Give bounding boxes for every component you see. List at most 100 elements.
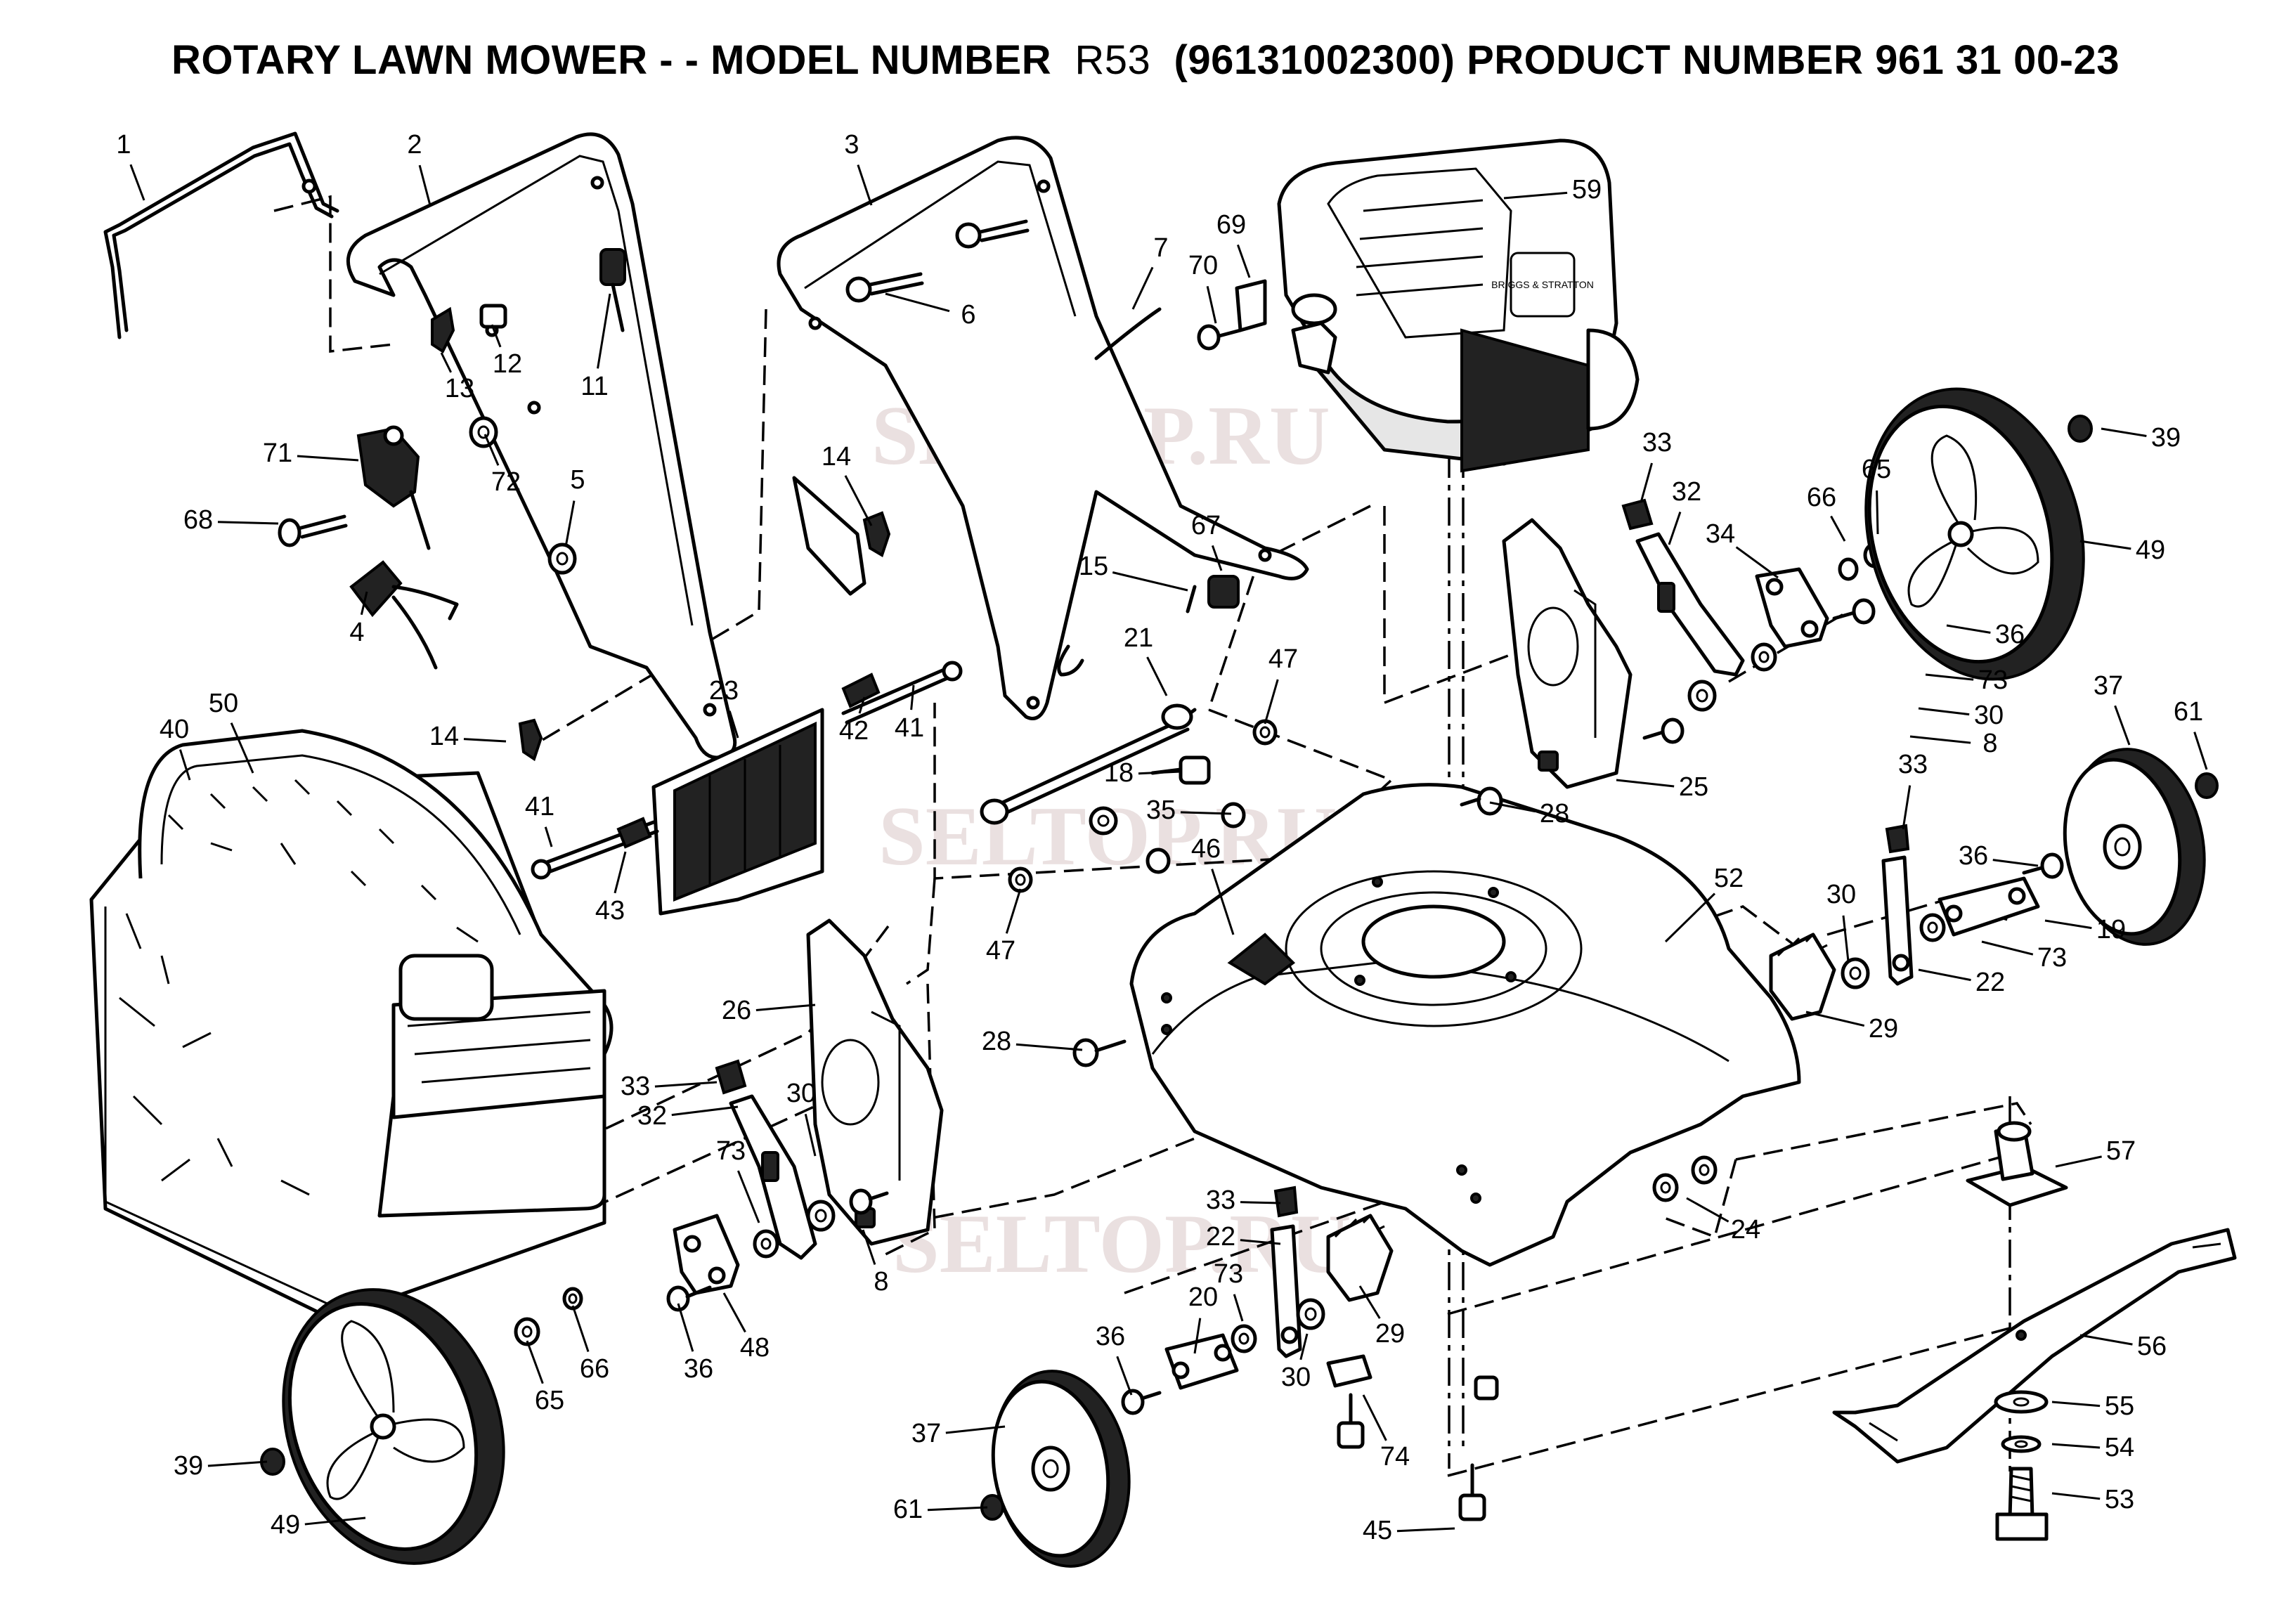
callout-leader <box>737 1170 760 1223</box>
callout-leader <box>2079 540 2131 550</box>
callout-21: 21 <box>1124 623 1168 696</box>
part-30-washer-front-left <box>1296 1298 1325 1330</box>
callout-14: 14 <box>822 442 873 526</box>
callout-69: 69 <box>1216 210 1251 278</box>
callout-number: 14 <box>822 442 851 472</box>
callout-15: 15 <box>1079 552 1188 592</box>
callout-55: 55 <box>2051 1391 2134 1421</box>
callout-11: 11 <box>580 293 611 401</box>
part-5-washer <box>547 543 577 575</box>
callout-leader <box>207 1460 268 1467</box>
page-title: ROTARY LAWN MOWER - - MODEL NUMBER R53 (… <box>0 37 2291 84</box>
callout-61: 61 <box>893 1495 988 1524</box>
callout-61: 61 <box>2174 697 2208 770</box>
part-68-bolt <box>278 514 348 547</box>
callout-number: 36 <box>684 1354 713 1384</box>
callout-leader <box>2101 427 2147 437</box>
callout-14: 14 <box>429 722 507 751</box>
callout-30: 30 <box>1918 701 2004 730</box>
part-14-clip-left <box>518 718 543 762</box>
callout-number: 49 <box>271 1510 300 1540</box>
callout-29: 29 <box>1805 1011 1898 1044</box>
callout-number: 22 <box>1206 1222 1235 1252</box>
callout-leader <box>1396 1527 1455 1533</box>
title-model: R53 <box>1075 37 1151 83</box>
callout-leader <box>885 292 950 313</box>
callout-8: 8 <box>1909 729 1998 758</box>
callout-number: 19 <box>2096 915 2126 944</box>
part-39-nut-right <box>2068 415 2093 443</box>
callout-number: 21 <box>1124 623 1153 653</box>
callout-leader <box>2055 1155 2102 1168</box>
part-32-lever-left <box>729 1094 817 1260</box>
part-13-cable-clip <box>431 306 455 353</box>
callout-number: 36 <box>1959 841 1988 871</box>
callout-32: 32 <box>637 1101 739 1131</box>
callout-number: 32 <box>1672 477 1701 507</box>
part-33-cap-right-upper <box>1621 498 1654 531</box>
callout-number: 72 <box>491 467 521 497</box>
callout-53: 53 <box>2051 1485 2134 1514</box>
callout-number: 66 <box>580 1354 609 1384</box>
callout-number: 11 <box>580 372 608 401</box>
callout-73: 73 <box>1981 940 2067 973</box>
callout-36: 36 <box>1096 1322 1133 1396</box>
callout-number: 49 <box>2136 535 2165 565</box>
callout-leader <box>1131 266 1154 310</box>
callout-number: 65 <box>1862 455 1891 484</box>
callout-30: 30 <box>1826 880 1856 962</box>
callout-36: 36 <box>677 1303 713 1384</box>
callout-number: 59 <box>1572 175 1602 204</box>
callout-number: 46 <box>1191 834 1221 864</box>
callout-number: 30 <box>1281 1363 1311 1392</box>
callout-number: 29 <box>1869 1014 1898 1044</box>
callout-number: 32 <box>637 1101 667 1131</box>
callout-leader <box>677 1303 694 1352</box>
callout-7: 7 <box>1131 233 1169 310</box>
callout-leader <box>1925 673 1974 681</box>
callout-number: 35 <box>1146 795 1176 825</box>
callout-number: 39 <box>174 1451 203 1481</box>
callout-leader <box>671 1105 739 1117</box>
callout-73: 73 <box>1214 1259 1244 1322</box>
callout-number: 61 <box>2174 697 2203 727</box>
callout-73: 73 <box>716 1136 760 1223</box>
callout-leader <box>1358 1285 1381 1319</box>
part-50-bag-frame <box>138 729 614 1218</box>
callout-4: 4 <box>349 591 368 647</box>
callout-leader <box>1981 940 2034 956</box>
part-49-rear-wheel-left <box>282 1288 505 1565</box>
callout-number: 28 <box>1540 799 1569 829</box>
callout-36: 36 <box>1946 620 2025 649</box>
callout-leader <box>857 164 873 206</box>
callout-20: 20 <box>1188 1282 1218 1354</box>
part-73-washer-right-upper <box>1751 642 1777 672</box>
callout-8: 8 <box>862 1229 889 1297</box>
callout-leader <box>129 164 145 201</box>
callout-37: 37 <box>2094 671 2131 746</box>
part-48-bracket-left <box>673 1214 740 1295</box>
callout-number: 57 <box>2106 1136 2136 1166</box>
callout-number: 14 <box>429 722 459 751</box>
callout-19: 19 <box>2044 915 2126 944</box>
callout-leader <box>483 434 500 466</box>
part-32-lever-right <box>1635 532 1745 677</box>
callout-number: 68 <box>183 505 213 535</box>
callout-41: 41 <box>895 684 924 743</box>
callout-leader <box>755 1003 816 1012</box>
callout-leader <box>1992 859 2039 867</box>
part-22-lever-front-left <box>1270 1224 1302 1358</box>
callout-leader <box>1116 1356 1133 1396</box>
callout-number: 37 <box>2094 671 2123 701</box>
part-73-washer-right-lower <box>1919 913 1946 942</box>
part-74-baffle <box>1326 1354 1372 1388</box>
callout-leader <box>1206 285 1217 324</box>
callout-leader <box>1193 1318 1202 1354</box>
callout-number: 23 <box>709 676 739 706</box>
part-30-washer-right <box>1687 680 1717 712</box>
part-65-66-washers-left <box>514 1287 583 1346</box>
callout-number: 8 <box>1982 729 1997 758</box>
callout-number: 18 <box>1104 758 1134 788</box>
part-22-lever-right <box>1881 855 1914 986</box>
